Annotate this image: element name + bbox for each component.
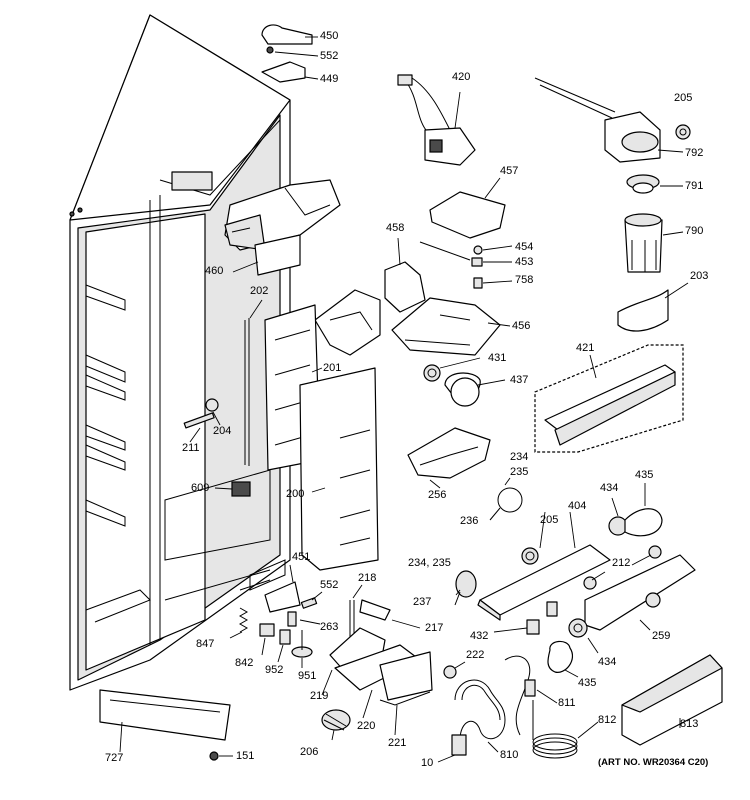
label-812: 812 bbox=[598, 714, 617, 726]
label-220: 220 bbox=[357, 720, 376, 732]
lower-trim-cover bbox=[621, 654, 723, 746]
label-200: 200 bbox=[286, 488, 305, 500]
label-842: 842 bbox=[235, 657, 254, 669]
flapper-disk bbox=[454, 570, 477, 606]
label-234: 234 bbox=[510, 451, 529, 463]
grille-and-tray bbox=[99, 689, 351, 761]
label-206: 206 bbox=[300, 746, 319, 758]
label-813: 813 bbox=[680, 718, 699, 730]
label-552b: 552 bbox=[320, 579, 339, 591]
label-449: 449 bbox=[320, 73, 339, 85]
label-792: 792 bbox=[685, 147, 704, 159]
label-847: 847 bbox=[196, 638, 215, 650]
label-431: 431 bbox=[488, 352, 507, 364]
water-tubing-assembly bbox=[437, 655, 599, 763]
label-450: 450 bbox=[320, 30, 339, 42]
label-810: 810 bbox=[500, 749, 519, 761]
label-437: 437 bbox=[510, 374, 529, 386]
auger-assembly bbox=[534, 77, 691, 332]
label-727: 727 bbox=[105, 752, 124, 764]
label-234-235: 234, 235 bbox=[408, 557, 451, 569]
label-609: 609 bbox=[191, 482, 210, 494]
label-235: 235 bbox=[510, 466, 529, 478]
switch-and-lamp bbox=[493, 601, 599, 678]
label-404: 404 bbox=[568, 500, 587, 512]
label-758: 758 bbox=[515, 274, 534, 286]
label-259: 259 bbox=[652, 630, 671, 642]
ice-duct-assembly bbox=[224, 179, 341, 276]
label-211: 211 bbox=[182, 442, 200, 454]
label-454: 454 bbox=[515, 241, 534, 253]
label-451: 451 bbox=[292, 551, 311, 563]
label-256: 256 bbox=[428, 489, 447, 501]
label-432: 432 bbox=[470, 630, 489, 642]
label-212: 212 bbox=[612, 557, 631, 569]
label-204: 204 bbox=[213, 425, 232, 437]
wiring-harness bbox=[397, 74, 476, 166]
label-420: 420 bbox=[452, 71, 471, 83]
label-151: 151 bbox=[236, 750, 255, 762]
label-552: 552 bbox=[320, 50, 339, 62]
label-221: 221 bbox=[388, 737, 407, 749]
dispenser-housing bbox=[314, 237, 511, 356]
label-456: 456 bbox=[512, 320, 531, 332]
label-790: 790 bbox=[685, 225, 704, 237]
dispenser-trim-parts bbox=[477, 483, 696, 631]
label-458: 458 bbox=[386, 222, 405, 234]
label-435b: 435 bbox=[578, 677, 597, 689]
label-951: 951 bbox=[298, 670, 317, 682]
cabinet bbox=[69, 14, 291, 691]
cover-plate-and-screws bbox=[419, 177, 513, 289]
dispenser-lever-parts bbox=[321, 584, 466, 736]
label-263: 263 bbox=[320, 621, 339, 633]
label-219: 219 bbox=[310, 690, 329, 702]
label-237: 237 bbox=[413, 596, 432, 608]
label-202: 202 bbox=[250, 285, 269, 297]
label-217: 217 bbox=[425, 622, 444, 634]
label-205: 205 bbox=[674, 92, 693, 104]
drip-tray bbox=[407, 427, 523, 521]
label-435: 435 bbox=[635, 469, 654, 481]
label-10: 10 bbox=[421, 757, 434, 769]
label-201: 201 bbox=[323, 362, 342, 374]
label-460: 460 bbox=[205, 265, 224, 277]
dispenser-rail-group bbox=[534, 344, 684, 453]
label-434: 434 bbox=[600, 482, 619, 494]
art-number: (ART NO. WR20364 C20) bbox=[598, 757, 709, 768]
label-236: 236 bbox=[460, 515, 479, 527]
label-218: 218 bbox=[358, 572, 377, 584]
label-421: 421 bbox=[576, 342, 595, 354]
label-457: 457 bbox=[500, 165, 519, 177]
label-453: 453 bbox=[515, 256, 534, 268]
label-791: 791 bbox=[685, 180, 704, 192]
top-hinge-parts bbox=[261, 24, 319, 83]
label-952: 952 bbox=[265, 664, 284, 676]
label-222: 222 bbox=[466, 649, 485, 661]
light-socket-and-bulb bbox=[423, 357, 506, 407]
label-434b: 434 bbox=[598, 656, 617, 668]
lower-hinge-parts bbox=[229, 564, 323, 668]
label-811: 811 bbox=[558, 697, 576, 709]
label-203: 203 bbox=[690, 270, 709, 282]
label-205b: 205 bbox=[540, 514, 559, 526]
evaporator-cover bbox=[183, 299, 379, 571]
